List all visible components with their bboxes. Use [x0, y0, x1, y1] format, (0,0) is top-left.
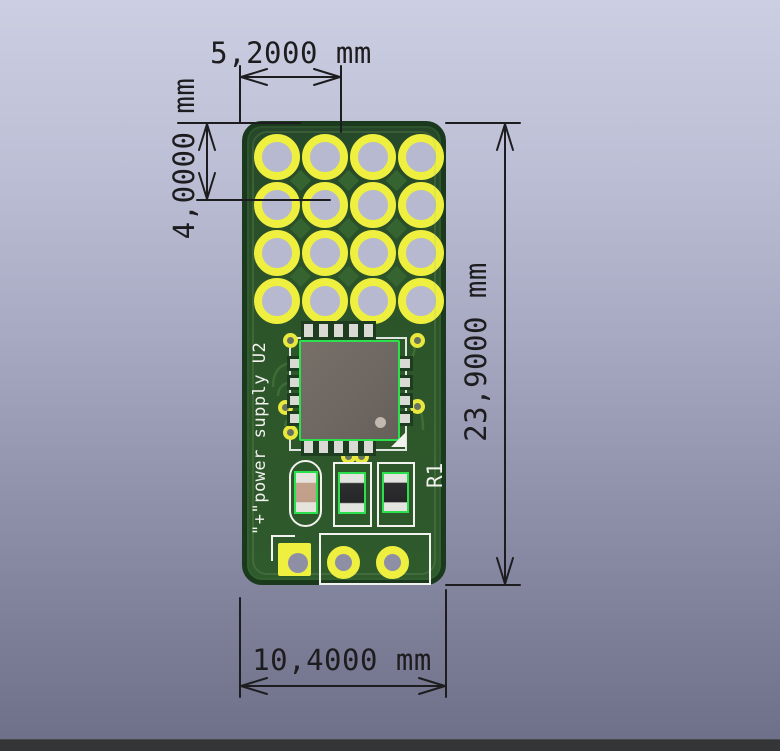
silkscreen-corner-mark	[271, 535, 273, 561]
ic-pad	[348, 324, 358, 337]
round-pad	[376, 546, 409, 579]
component-r1-body	[382, 472, 409, 513]
connector-silkscreen-frame	[319, 533, 431, 585]
ic-pad	[333, 324, 343, 337]
component-outline-mid	[333, 462, 372, 527]
component-mid-body	[338, 472, 366, 514]
ic-pin1-dot	[375, 417, 386, 428]
silkscreen-corner-mark	[271, 535, 295, 537]
via	[282, 332, 298, 348]
round-pad	[327, 546, 360, 579]
through-hole	[254, 182, 300, 228]
ic-pad	[333, 440, 343, 453]
component-outline-capacitor	[289, 460, 322, 527]
via	[277, 399, 293, 415]
through-hole	[254, 230, 300, 276]
through-hole	[302, 182, 348, 228]
through-hole	[302, 230, 348, 276]
through-hole	[350, 230, 396, 276]
through-hole	[254, 278, 300, 324]
via	[409, 398, 425, 414]
ic-pad	[363, 324, 373, 337]
ic-pad	[303, 440, 313, 453]
through-hole	[398, 230, 444, 276]
component-outline-r1	[377, 462, 415, 527]
through-hole	[350, 134, 396, 180]
through-hole	[302, 134, 348, 180]
dimension-label-left: 4,0000 mm	[167, 77, 201, 240]
ic-pad	[318, 324, 328, 337]
ic-pad	[363, 440, 373, 453]
ic-pad	[290, 413, 303, 423]
through-hole	[350, 278, 396, 324]
pcb-board: "+"power supply U2 R1	[242, 121, 447, 585]
through-hole	[350, 182, 396, 228]
component-capacitor-body	[294, 471, 318, 514]
via	[409, 332, 425, 348]
through-hole	[398, 278, 444, 324]
board-surface: "+"power supply U2 R1	[247, 126, 447, 585]
silkscreen-r1-label: R1	[423, 462, 447, 488]
dimension-label-top: 5,2000 mm	[210, 36, 372, 70]
taskbar	[0, 739, 780, 751]
pin1-triangle-marker	[391, 432, 406, 447]
dimension-label-right: 23,9000 mm	[459, 262, 493, 442]
dimension-label-bottom: 10,4000 mm	[252, 643, 432, 677]
through-hole	[254, 134, 300, 180]
ic-pad	[290, 377, 303, 387]
ic-pad	[303, 324, 313, 337]
ic-pad	[397, 377, 410, 387]
ic-pad	[290, 358, 303, 368]
square-pad-hole	[288, 553, 308, 573]
ic-pad	[318, 440, 328, 453]
through-hole	[398, 134, 444, 180]
via	[282, 424, 298, 440]
silkscreen-power-supply-label: "+"power supply U2	[250, 341, 270, 535]
ic-pad	[348, 440, 358, 453]
ic-pad	[290, 395, 303, 405]
through-hole	[302, 278, 348, 324]
through-hole	[398, 182, 444, 228]
